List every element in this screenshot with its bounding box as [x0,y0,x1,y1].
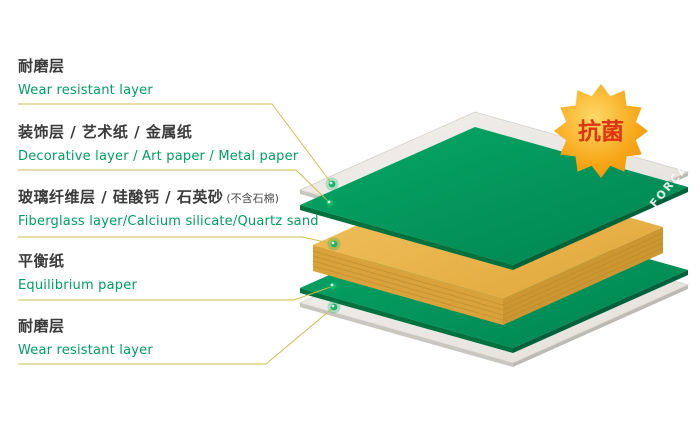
badge-label: 抗菌 [578,118,624,145]
equilibrium-paper-edge-right [513,270,688,353]
label-en: Decorative layer / Art paper / Metal pap… [18,149,299,164]
wear-layer-bottom-edge-right [513,285,688,367]
label-fiberglass-core: 玻璃纤维层 / 硅酸钙 / 石英砂(不含石棉) Fiberglass layer… [18,186,319,229]
leader-line-core [18,236,335,245]
core-slab-striation [312,237,664,311]
label-zh: 耐磨层 [18,57,65,75]
layer-dot [327,300,341,314]
layer-dot [325,177,339,191]
decorative-layer-edge-right [513,187,688,270]
equilibrium-paper-edge-left [300,288,513,353]
label-zh: 玻璃纤维层 / 硅酸钙 / 石英砂(不含石棉) [18,186,319,207]
wear-layer-bottom-edge-left [300,303,513,367]
label-en: Equilibrium paper [18,278,137,293]
label-decorative-layer: 装饰层 / 艺术纸 / 金属纸 Decorative layer / Art p… [18,121,298,164]
leader-line-wear-bottom [18,306,335,365]
label-en: Wear resistant layer [18,83,153,98]
label-zh-note: (不含石棉) [226,192,279,205]
label-zh-main: 玻璃纤维层 / 硅酸钙 / 石英砂 [18,188,224,206]
layer-dot [326,279,340,293]
label-en: Wear resistant layer [18,343,153,358]
label-wear-layer-bottom: 耐磨层 Wear resistant layer [18,315,153,358]
leader-line-equilibrium [18,285,334,301]
layer-dots [323,177,341,314]
starburst-icon [554,84,648,178]
core-slab-striation [312,247,664,321]
core-slab-striation [312,232,664,306]
core-slab-striation [312,242,664,316]
layer-dot [323,196,337,210]
label-en: Fiberglass layer/Calcium silicate/Quartz… [18,214,319,229]
label-wear-layer-top: 耐磨层 Wear resistant layer [18,55,153,98]
label-equilibrium-paper: 平衡纸 Equilibrium paper [18,250,137,293]
leader-line-wear-top [18,103,333,185]
leader-line-decorative [18,169,331,204]
antibacterial-badge: 抗菌 [554,84,648,178]
label-zh: 装饰层 / 艺术纸 / 金属纸 [18,123,193,141]
decorative-layer-edge-left [300,205,513,270]
layer-dot [327,237,341,251]
label-zh: 耐磨层 [18,317,65,335]
label-zh: 平衡纸 [18,252,65,270]
